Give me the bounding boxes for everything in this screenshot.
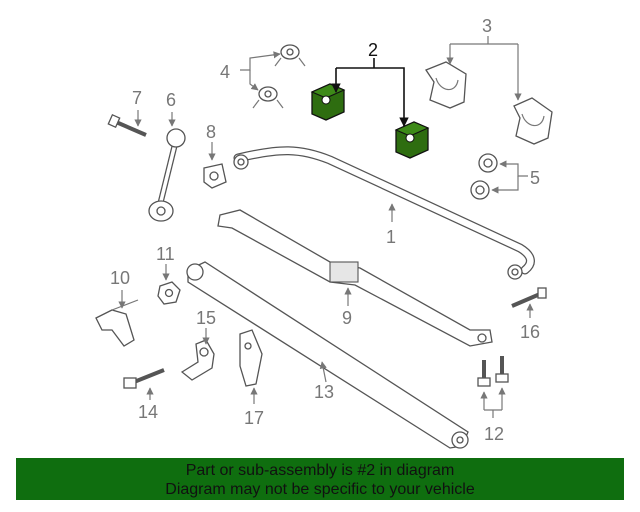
stabilizer-bushings-part[interactable] xyxy=(310,83,430,159)
track-bar-part[interactable] xyxy=(217,209,493,347)
callout-labels: 1 2 3 4 5 6 7 8 9 10 11 12 13 14 15 16 1… xyxy=(110,16,540,444)
callout-11: 11 xyxy=(156,244,175,264)
callout-10: 10 xyxy=(110,268,130,288)
bracket-bolt-part[interactable] xyxy=(123,368,165,389)
callout-3: 3 xyxy=(482,16,492,36)
mounting-bracket-part[interactable] xyxy=(239,329,263,387)
control-arm-bracket-part[interactable] xyxy=(95,299,139,347)
bracket-nuts-part[interactable] xyxy=(470,153,498,200)
callout-9: 9 xyxy=(342,308,352,328)
mounting-bolts-part[interactable] xyxy=(477,356,509,387)
callout-8: 8 xyxy=(206,122,216,142)
banner-line-disclaimer: Diagram may not be specific to your vehi… xyxy=(165,481,475,498)
callout-1: 1 xyxy=(386,227,396,247)
info-banner: Part or sub-assembly is #2 in diagram Di… xyxy=(16,458,624,500)
bracket-nut-part[interactable] xyxy=(157,281,181,305)
banner-line-part-info: Part or sub-assembly is #2 in diagram xyxy=(185,462,455,479)
callout-13: 13 xyxy=(314,382,334,402)
link-nut-part[interactable] xyxy=(203,163,227,189)
callout-4: 4 xyxy=(220,62,230,82)
link-bracket-part[interactable] xyxy=(180,339,215,381)
callout-17: 17 xyxy=(244,408,264,428)
stabilizer-link-part[interactable] xyxy=(148,128,186,222)
callout-2: 2 xyxy=(368,40,378,60)
leader-lines xyxy=(118,36,534,418)
callout-16: 16 xyxy=(520,322,540,342)
callout-14: 14 xyxy=(138,402,158,422)
callout-15: 15 xyxy=(196,308,216,328)
lower-control-arm-part[interactable] xyxy=(186,261,469,449)
link-bolt-part[interactable] xyxy=(107,113,147,137)
stabilizer-bar-part[interactable] xyxy=(233,146,535,280)
callout-12: 12 xyxy=(484,424,504,444)
callout-6: 6 xyxy=(166,90,176,110)
bushing-brackets-part[interactable] xyxy=(425,61,553,145)
bushing-bracket-clips-part[interactable] xyxy=(252,44,306,109)
parts-diagram: 1 2 3 4 5 6 7 8 9 10 11 12 13 14 15 16 1… xyxy=(95,16,553,449)
callout-5: 5 xyxy=(530,168,540,188)
callout-7: 7 xyxy=(132,88,142,108)
track-bar-bolt-part[interactable] xyxy=(511,287,547,308)
